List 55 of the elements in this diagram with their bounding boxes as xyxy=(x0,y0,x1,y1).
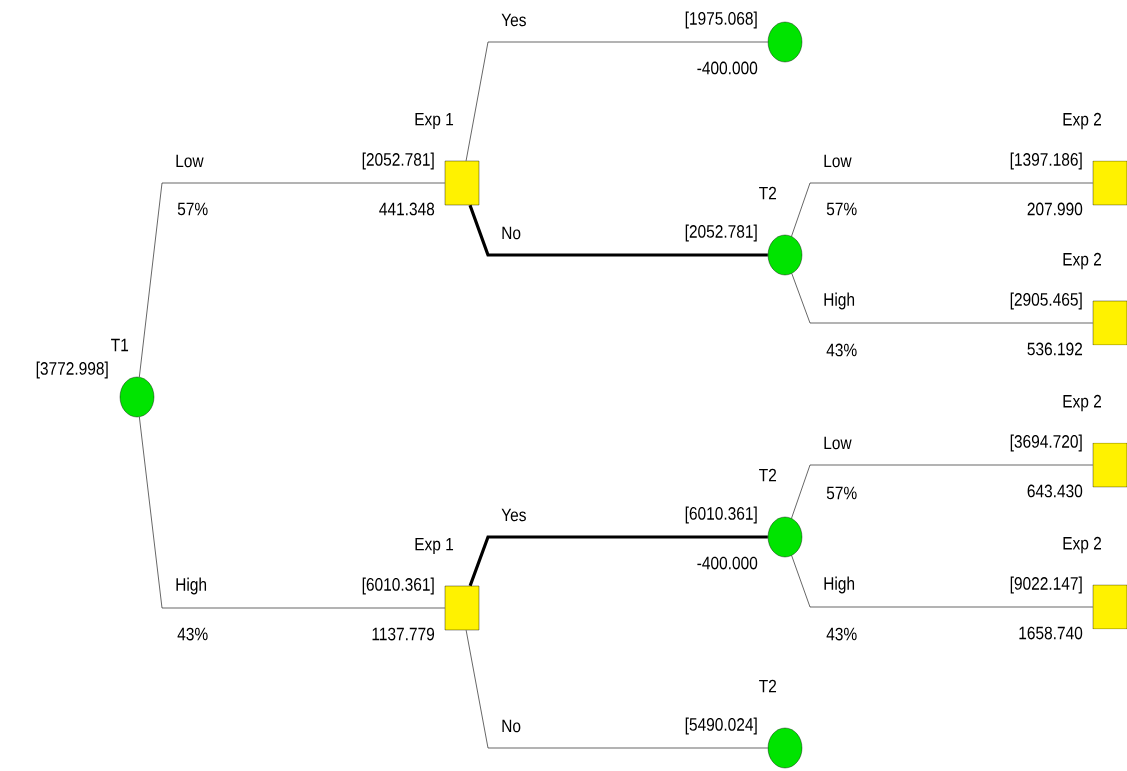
branch-line xyxy=(791,273,1094,324)
value-label: -400.000 xyxy=(697,556,758,570)
value-label: [1397.186] xyxy=(1010,152,1082,170)
branch-line xyxy=(791,464,1094,519)
edge-label: Low xyxy=(824,436,852,450)
node-label: T1 xyxy=(111,338,129,352)
node-label: T2 xyxy=(759,186,777,200)
value-label: [2052.781] xyxy=(685,224,757,242)
value-label: 1137.779 xyxy=(372,627,435,641)
probability-label: 43% xyxy=(826,343,857,357)
probability-label: 57% xyxy=(177,202,208,216)
branch-line xyxy=(465,629,769,749)
value-label: [3694.720] xyxy=(1010,434,1082,452)
edge-label: Low xyxy=(824,154,852,168)
branch-line xyxy=(791,182,1094,237)
edge-label: Low xyxy=(176,154,204,168)
probability-label: 57% xyxy=(826,202,857,216)
value-label: [6010.361] xyxy=(685,506,757,524)
branch-line xyxy=(468,204,768,257)
node-label: Exp 2 xyxy=(1063,394,1101,412)
branch-line xyxy=(139,182,446,378)
value-label: [2905.465] xyxy=(1010,292,1082,310)
edge-label: Yes xyxy=(501,508,526,522)
value-label: [2052.781] xyxy=(362,152,434,170)
branch-line xyxy=(468,535,768,587)
probability-label: 57% xyxy=(826,486,857,500)
node-label: T2 xyxy=(759,679,777,693)
value-label: 536.192 xyxy=(1027,342,1082,356)
probability-label: 43% xyxy=(826,627,857,641)
value-label: -400.000 xyxy=(697,61,758,75)
node-label: Exp 2 xyxy=(1063,112,1101,130)
branch-line xyxy=(465,41,769,162)
node-label: Exp 1 xyxy=(415,537,454,555)
edge-label: High xyxy=(176,577,207,595)
probability-label: 43% xyxy=(177,627,208,641)
value-label: [5490.024] xyxy=(685,717,757,735)
edge-label: High xyxy=(824,576,855,594)
branch-line xyxy=(139,416,446,609)
value-label: [6010.361] xyxy=(362,577,434,595)
node-label: T2 xyxy=(759,468,777,482)
branch-line xyxy=(791,555,1094,608)
node-label: Exp 2 xyxy=(1063,252,1101,270)
edge-label: No xyxy=(502,719,521,733)
value-label: 1658.740 xyxy=(1019,626,1083,640)
value-label: [9022.147] xyxy=(1010,576,1082,594)
edge-label: Yes xyxy=(501,13,526,27)
value-label: 643.430 xyxy=(1027,484,1083,498)
value-label: [1975.068] xyxy=(685,11,757,29)
value-label: [3772.998] xyxy=(36,361,108,379)
node-label: Exp 2 xyxy=(1063,536,1101,554)
value-label: 207.990 xyxy=(1027,202,1083,216)
edge-label: High xyxy=(824,292,855,310)
node-label: Exp 1 xyxy=(415,112,454,130)
edge-label: No xyxy=(502,226,521,240)
value-label: 441.348 xyxy=(379,202,435,216)
